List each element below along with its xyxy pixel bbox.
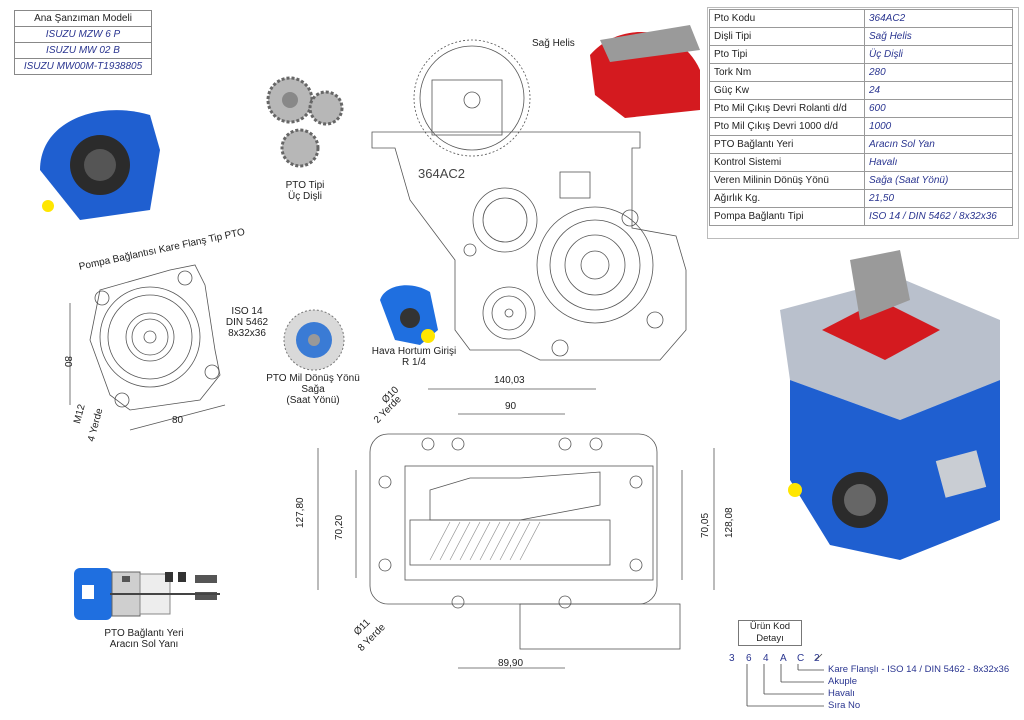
product-code-legend-item: Kare Flanşlı - ISO 14 / DIN 5462 - 8x32x… (828, 664, 1010, 675)
product-code-char: C (797, 653, 805, 664)
flange-drawing (69, 264, 226, 431)
top-gear-drawing (413, 39, 531, 157)
rotation-line-3: (Saat Yönü) (286, 395, 340, 406)
dim-flange-vertical: 80 (62, 355, 74, 368)
pto-type-line-2: Üç Dişli (288, 191, 322, 202)
product-code-legend-item: Havalı (828, 688, 855, 699)
housing-top-view (317, 388, 715, 669)
iso-line-3: 8x32x36 (228, 328, 266, 339)
dim-89: 89,90 (498, 658, 524, 669)
dim-140: 140,03 (494, 375, 525, 386)
product-code-title-1: Ürün Kod (749, 621, 791, 632)
dim-90: 90 (505, 401, 517, 412)
rotation-line-2: Sağa (301, 384, 325, 395)
product-code-char: 4 (763, 653, 769, 664)
mount-line-1: PTO Bağlantı Yeri (104, 628, 184, 639)
spec-table-frame (707, 7, 1019, 239)
gearbox-model-item: ISUZU MZW 6 P (15, 27, 151, 43)
dim-70-20: 70,20 (334, 514, 345, 540)
pto-type-label: PTO Tipi Üç Dişli (280, 180, 330, 202)
dim-128: 128,08 (724, 507, 735, 538)
truck-mount-diagram (74, 568, 220, 620)
three-gear-icon (266, 76, 344, 168)
product-code-legend-item: Akuple (828, 676, 858, 687)
dim-70-05: 70,05 (700, 512, 711, 538)
product-code-char: 3 (729, 653, 735, 664)
flange-photo (40, 110, 160, 220)
gearbox-model-item: ISUZU MW00M-T1938805 (23, 61, 143, 72)
pto-type-line-1: PTO Tipi (285, 180, 325, 191)
product-code-connectors (746, 653, 824, 707)
iso-line-1: ISO 14 (231, 306, 263, 317)
gearbox-model-box: Ana Şanzıman Modeli ISUZU MZW 6 P ISUZU … (14, 10, 152, 75)
dim-flange-horizontal: 80 (172, 415, 184, 426)
gearbox-model-title: Ana Şanzıman Modeli (15, 11, 151, 27)
product-code-box: Ürün Kod Detayı (738, 620, 802, 646)
iso-line-2: DIN 5462 (225, 317, 269, 328)
rotation-line-1: PTO Mil Dönüş Yönü (266, 373, 360, 384)
rotation-direction-icon (283, 309, 345, 371)
mount-line-2: Aracın Sol Yanı (109, 639, 179, 650)
red-cover-photo (590, 25, 700, 118)
air-inlet-line-2: R 1/4 (402, 357, 426, 368)
pto-assembly-photo (780, 250, 1000, 560)
spec-value: ISO 14 / DIN 5462 / 8x32x36 (864, 207, 1013, 226)
gearbox-model-item: ISUZU MW 02 B (15, 43, 151, 59)
product-code-char: 2 (814, 653, 820, 664)
product-code-char: A (780, 653, 787, 664)
right-helix-label: Sağ Helis (532, 38, 575, 49)
product-code-char: 6 (746, 653, 752, 664)
product-code-title-2: Detayı (756, 633, 784, 644)
housing-front-view (371, 131, 687, 361)
spec-key: Pompa Bağlantı Tipi (709, 207, 865, 226)
air-inlet-line-1: Hava Hortum Girişi (371, 346, 457, 357)
product-code-legend-item: Sıra No (828, 700, 861, 711)
dim-127: 127,80 (295, 497, 306, 528)
air-inlet-photo (380, 285, 438, 345)
housing-code-label: 364AC2 (418, 166, 465, 181)
gear-hatching (429, 521, 541, 561)
